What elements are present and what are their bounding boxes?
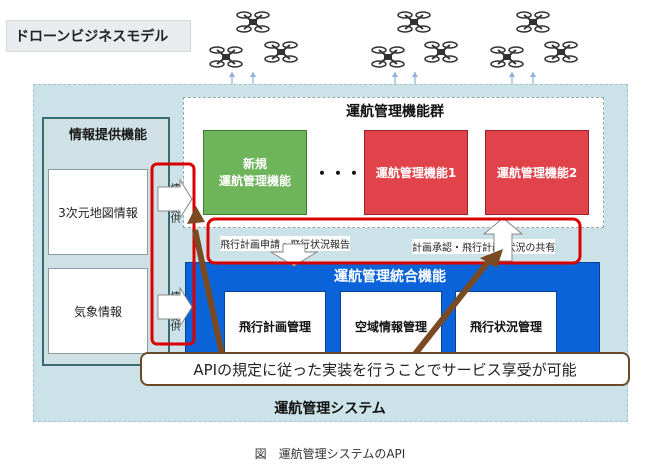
highlight-frame-middle	[206, 217, 582, 265]
drone-link-arrowhead	[509, 72, 515, 77]
integration-title: 運航管理統合機能	[334, 269, 446, 285]
function-1-box: 運航管理機能1	[364, 130, 468, 215]
pointer-arrows	[187, 206, 503, 356]
info-arrow-top	[157, 178, 193, 220]
drone-icon	[264, 41, 298, 63]
info-arrow-bottom	[157, 286, 193, 328]
drone-link-arrowhead	[530, 72, 536, 77]
drone-icon	[209, 46, 243, 68]
pointer-arrow-left	[192, 229, 225, 355]
drone-icon	[371, 46, 405, 68]
flight-status-mgmt-box: 飛行状況管理	[455, 291, 557, 361]
drone-icon	[236, 11, 270, 33]
weather-info-box: 気象情報	[48, 268, 148, 354]
function-group-title: 運航管理機能群	[346, 104, 444, 120]
drone-link-arrowhead	[412, 72, 418, 77]
map-info-box: 3次元地図情報	[48, 169, 148, 255]
drone-link-arrowhead	[229, 72, 235, 77]
drone-icon	[490, 46, 524, 68]
drone-link-arrowhead	[250, 72, 256, 77]
api-callout: APIの規定に従った実装を行うことでサービス享受が可能	[140, 352, 630, 386]
drone-link-arrowhead	[392, 72, 398, 77]
new-function-box: 新規 運航管理機能	[203, 130, 307, 215]
flow-up-arrow	[482, 217, 524, 262]
flow-down-arrow	[269, 243, 319, 267]
flight-plan-mgmt-box: 飛行計画管理	[224, 291, 326, 361]
diagram-title: ドローンビジネスモデル	[6, 20, 191, 52]
ellipsis: ・・・・	[314, 164, 379, 183]
drone-icon	[544, 41, 578, 63]
figure-caption: 図 運航管理システムのAPI	[254, 447, 406, 461]
system-label: 運航管理システム	[274, 401, 386, 417]
pointer-arrow-right	[412, 260, 491, 356]
pointer-arrow-right-head	[480, 249, 503, 268]
highlight-frame-left	[150, 162, 196, 346]
function-2-box: 運航管理機能2	[485, 130, 589, 215]
pointer-arrow-left-head	[187, 206, 205, 224]
info-provision-title: 情報提供機能	[68, 128, 147, 143]
drone-icon	[424, 41, 458, 63]
drone-icon	[397, 11, 431, 33]
flow-up-label: 計画承認・飛行計画/状況の共有	[412, 239, 556, 254]
drone-icon	[516, 11, 550, 33]
airspace-mgmt-box: 空域情報管理	[340, 291, 442, 361]
